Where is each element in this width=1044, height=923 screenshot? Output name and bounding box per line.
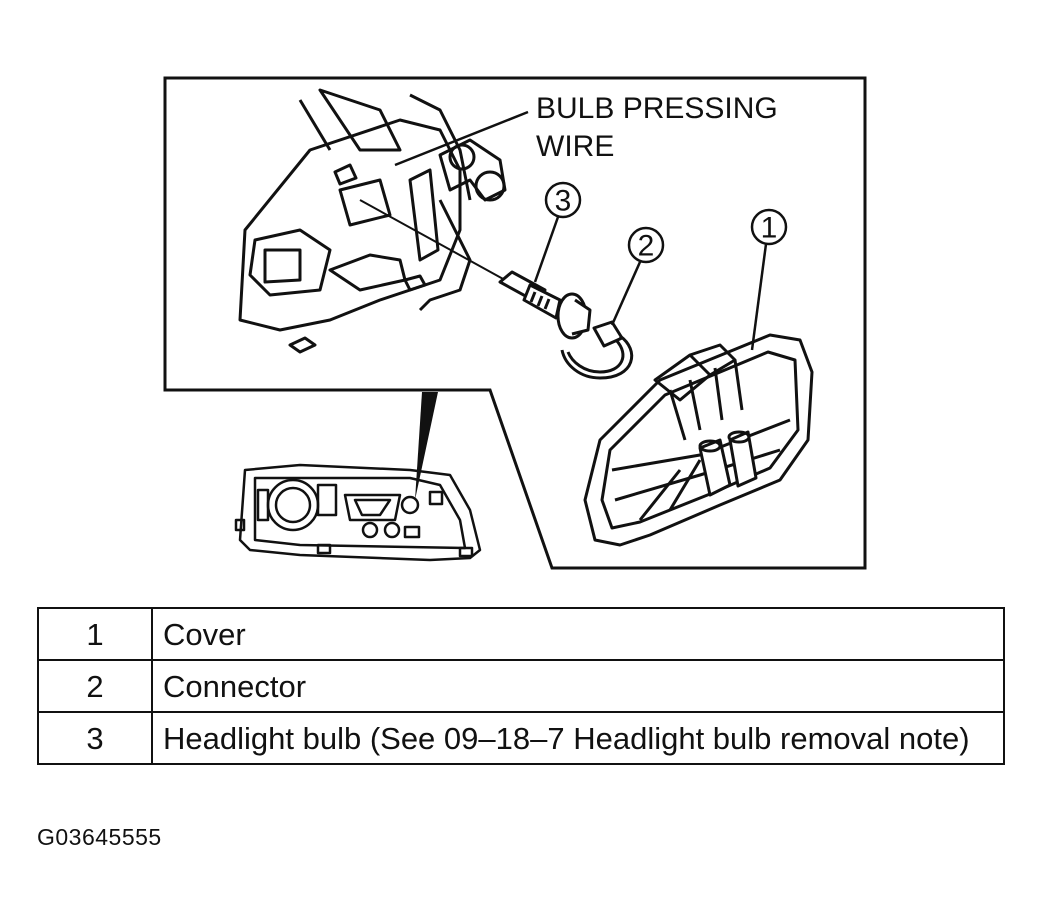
headlight-bulb	[498, 270, 592, 340]
callout-1: 1	[750, 208, 788, 351]
legend-description: Cover	[151, 607, 1005, 661]
legend-number: 3	[37, 711, 153, 765]
callout-2-number: 2	[638, 230, 655, 263]
legend-number: 1	[37, 607, 153, 661]
cover	[583, 333, 814, 547]
table-row: 1 Cover	[37, 607, 1005, 661]
headlight-bulb-diagram: BULB PRESSING WIRE 3	[163, 76, 867, 570]
legend-description: Headlight bulb (See 09–18–7 Headlight bu…	[151, 711, 1005, 765]
bulb-pressing-wire-label-line2: WIRE	[536, 130, 614, 163]
table-row: 3 Headlight bulb (See 09–18–7 Headlight …	[37, 711, 1005, 765]
callout-2: 2	[610, 226, 665, 326]
callout-3: 3	[533, 181, 582, 283]
installation-guide-line	[359, 199, 506, 281]
connector	[560, 320, 634, 380]
callout-3-number: 3	[555, 185, 572, 218]
legend-number: 2	[37, 659, 153, 713]
callout-1-number: 1	[761, 212, 778, 245]
legend-table: 1 Cover 2 Connector 3 Headlight bulb (Se…	[37, 607, 1005, 765]
table-row: 2 Connector	[37, 659, 1005, 713]
headlight-overview	[234, 463, 482, 562]
inset-frame	[163, 76, 867, 570]
headlight-housing-detail	[238, 88, 507, 354]
detail-pointer	[415, 392, 438, 500]
bulb-pressing-wire-leader	[394, 110, 529, 167]
legend-description: Connector	[151, 659, 1005, 713]
figure-id: G03645555	[37, 824, 162, 850]
bulb-pressing-wire-label-line1: BULB PRESSING	[536, 92, 778, 125]
